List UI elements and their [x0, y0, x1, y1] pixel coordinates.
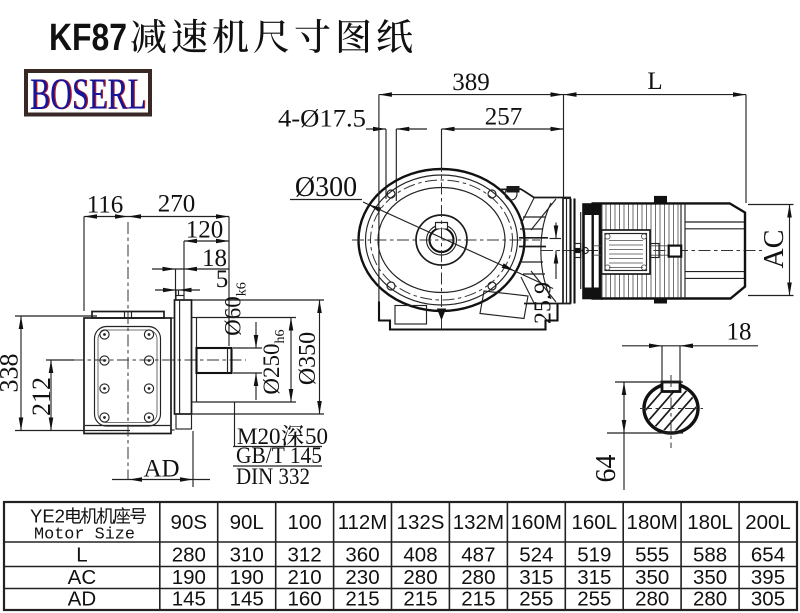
svg-text:Ø300: Ø300	[295, 172, 357, 203]
svg-text:280: 280	[461, 566, 495, 589]
svg-text:M20: M20	[237, 424, 280, 449]
svg-text:132S: 132S	[397, 511, 445, 534]
svg-text:654: 654	[751, 544, 785, 567]
svg-text:270: 270	[158, 191, 196, 218]
svg-text:160: 160	[287, 588, 321, 611]
svg-text:280: 280	[172, 544, 206, 567]
svg-text:255: 255	[577, 588, 611, 611]
svg-text:112M: 112M	[338, 511, 388, 534]
svg-text:524: 524	[519, 544, 553, 567]
svg-text:GB/T 145: GB/T 145	[236, 443, 322, 468]
svg-text:215: 215	[461, 588, 495, 611]
svg-text:100: 100	[287, 511, 321, 534]
svg-text:KF87: KF87	[49, 17, 127, 59]
svg-text:AD: AD	[143, 456, 179, 483]
svg-text:4-Ø17.5: 4-Ø17.5	[278, 106, 366, 133]
svg-text:116: 116	[87, 192, 124, 219]
svg-text:160M: 160M	[511, 511, 562, 534]
svg-text:Ø60k6: Ø60k6	[221, 282, 250, 336]
svg-text:519: 519	[577, 544, 611, 567]
svg-text:YE2: YE2	[30, 506, 65, 527]
svg-text:145: 145	[172, 588, 206, 611]
svg-text:310: 310	[230, 544, 264, 567]
svg-text:AD: AD	[68, 588, 96, 611]
svg-text:BOSERL: BOSERL	[30, 70, 146, 119]
svg-text:360: 360	[345, 544, 379, 567]
svg-text:555: 555	[635, 544, 669, 567]
svg-text:132M: 132M	[453, 511, 504, 534]
svg-text:25.9: 25.9	[531, 282, 557, 324]
svg-text:588: 588	[693, 544, 727, 567]
svg-text:338: 338	[0, 354, 23, 393]
svg-text:190: 190	[172, 566, 206, 589]
svg-text:180M: 180M	[627, 511, 678, 534]
svg-text:280: 280	[635, 588, 669, 611]
svg-text:18: 18	[727, 319, 752, 346]
svg-text:395: 395	[751, 566, 785, 589]
svg-text:90S: 90S	[171, 511, 207, 534]
svg-text:Motor Size: Motor Size	[34, 526, 135, 545]
svg-text:487: 487	[461, 544, 495, 567]
svg-text:90L: 90L	[230, 511, 264, 534]
svg-text:350: 350	[635, 566, 669, 589]
svg-text:212: 212	[27, 377, 56, 416]
svg-text:50: 50	[305, 424, 328, 449]
svg-text:18: 18	[202, 245, 227, 272]
svg-text:315: 315	[519, 566, 553, 589]
svg-text:DIN 332: DIN 332	[236, 464, 310, 489]
svg-text:5: 5	[216, 266, 229, 293]
svg-text:180L: 180L	[687, 511, 733, 534]
svg-text:305: 305	[751, 588, 785, 611]
svg-text:350: 350	[693, 566, 727, 589]
svg-text:200L: 200L	[745, 511, 791, 534]
svg-text:AC: AC	[68, 566, 97, 589]
svg-text:280: 280	[403, 566, 437, 589]
svg-text:210: 210	[287, 566, 321, 589]
svg-text:257: 257	[485, 104, 523, 131]
svg-text:145: 145	[230, 588, 264, 611]
svg-text:215: 215	[403, 588, 437, 611]
svg-text:Ø350: Ø350	[295, 332, 321, 385]
svg-text:312: 312	[287, 544, 321, 567]
svg-text:AC: AC	[759, 230, 790, 269]
svg-text:408: 408	[403, 544, 437, 567]
svg-text:230: 230	[345, 566, 379, 589]
svg-text:BOSERL: BOSERL	[31, 70, 147, 119]
svg-text:L: L	[647, 68, 662, 95]
svg-text:190: 190	[230, 566, 264, 589]
svg-text:64: 64	[591, 455, 622, 483]
svg-text:120: 120	[186, 217, 224, 244]
svg-text:389: 389	[452, 69, 490, 96]
svg-text:280: 280	[693, 588, 727, 611]
svg-text:Ø250h6: Ø250h6	[259, 329, 288, 394]
svg-text:L: L	[76, 544, 87, 567]
svg-text:215: 215	[345, 588, 379, 611]
svg-text:315: 315	[577, 566, 611, 589]
svg-text:255: 255	[519, 588, 553, 611]
svg-text:160L: 160L	[571, 511, 617, 534]
